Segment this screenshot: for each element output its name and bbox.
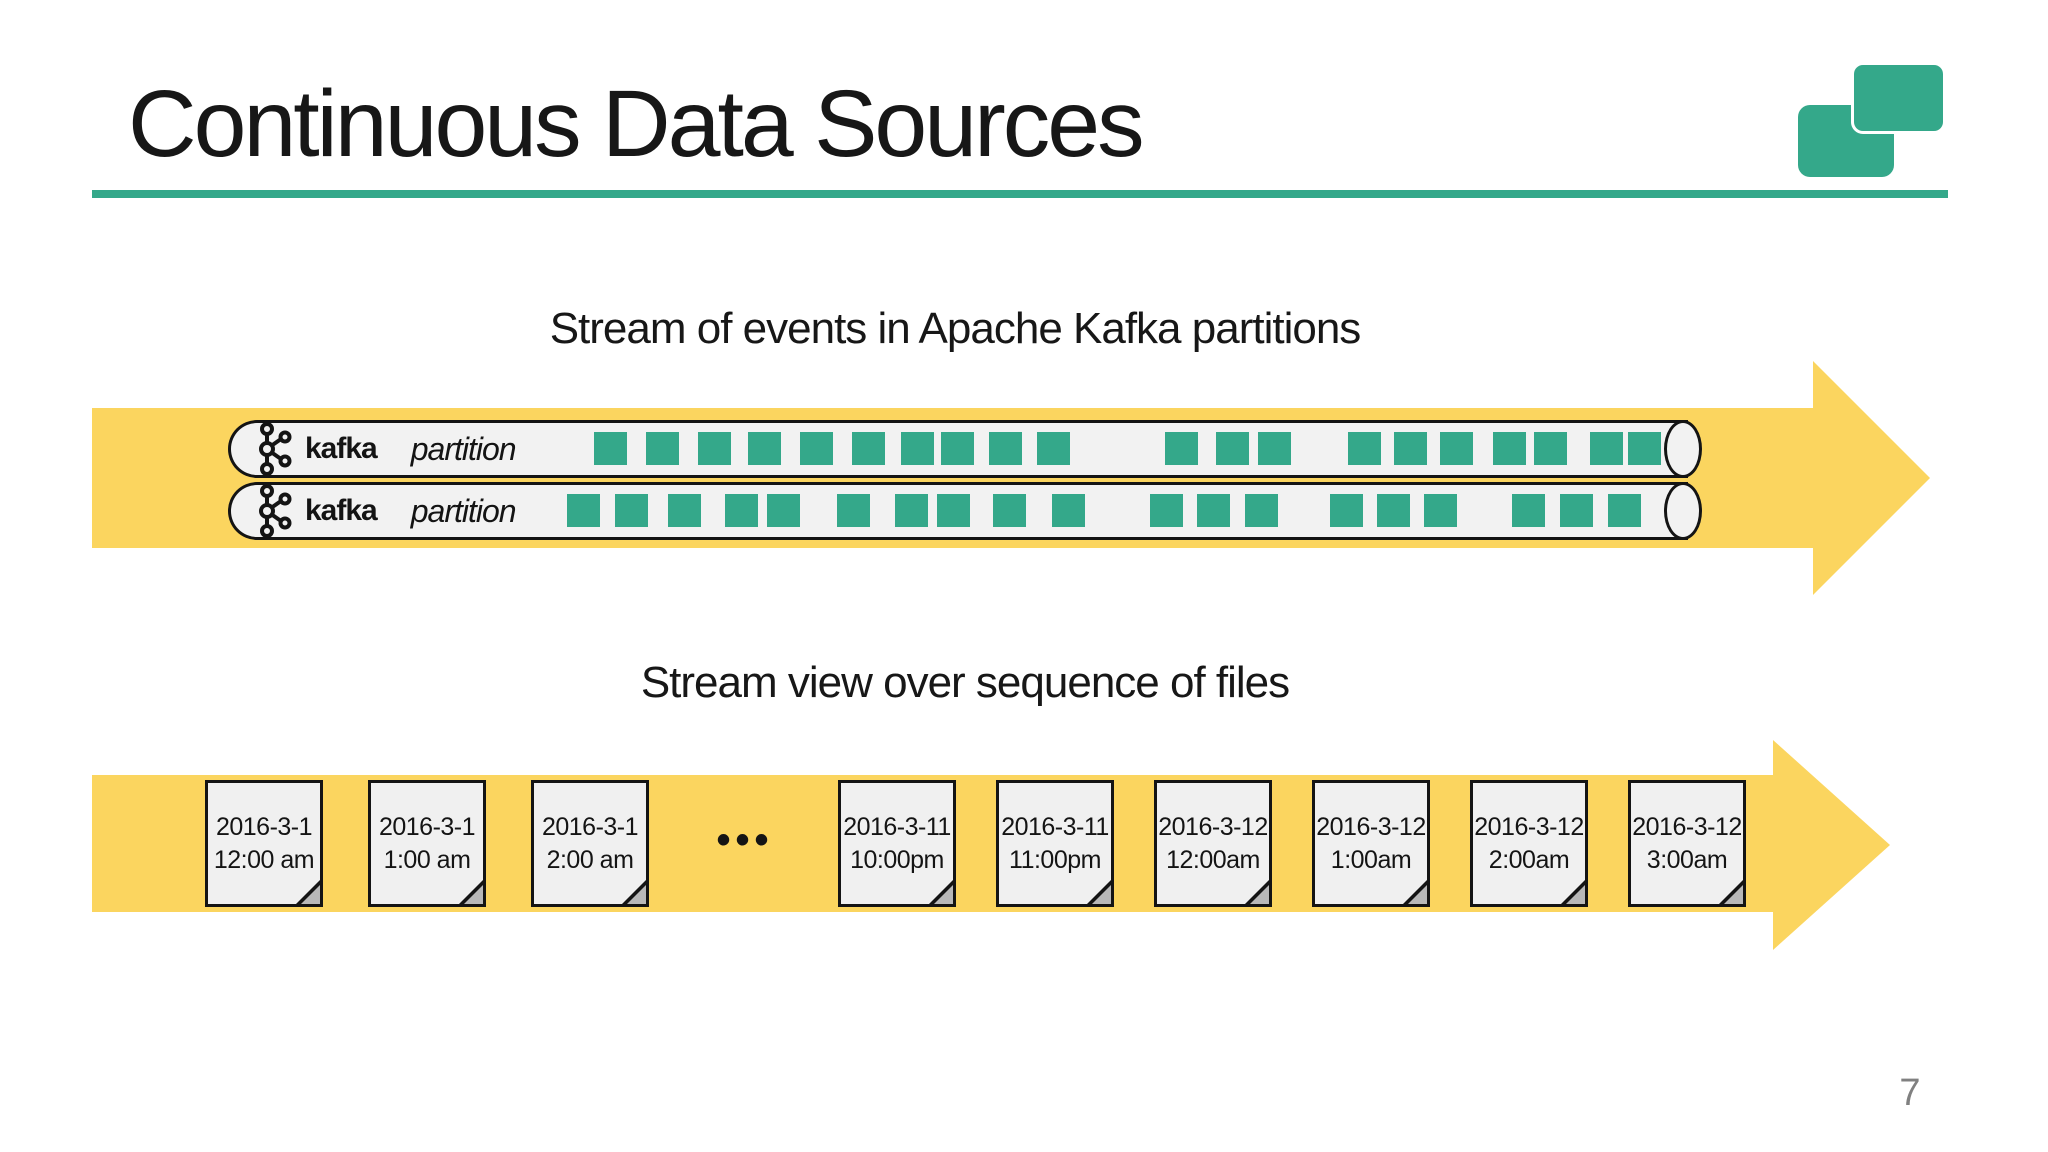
kafka-event-square: [937, 494, 970, 527]
partition-label: partition: [410, 430, 517, 467]
file-time: 2:00am: [1488, 845, 1570, 874]
file-time: 10:00pm: [850, 845, 944, 874]
kafka-event-square: [800, 432, 833, 465]
page-number: 7: [1899, 1072, 1921, 1114]
file-date: 2016-3-1: [378, 813, 476, 841]
file-time: 3:00am: [1646, 845, 1728, 874]
folded-corner-icon: [627, 885, 646, 904]
kafka-stream-arrow-head: [1813, 361, 1930, 595]
folded-corner-icon: [1408, 885, 1427, 904]
folded-corner-icon: [1566, 885, 1585, 904]
kafka-event-square: [901, 432, 934, 465]
kafka-logo-icon: [259, 422, 292, 476]
file-time: 11:00pm: [1009, 845, 1101, 874]
kafka-event-square: [1258, 432, 1291, 465]
file-card: 2016-3-1 12:00 am: [205, 780, 323, 907]
kafka-event-square: [1628, 432, 1661, 465]
partition-2-end-cap: [1664, 482, 1702, 540]
file-date: 2016-3-1: [215, 813, 313, 841]
kafka-event-square: [1493, 432, 1526, 465]
files-section-heading: Stream view over sequence of files: [640, 658, 1290, 707]
folded-corner-icon: [464, 885, 483, 904]
kafka-event-square: [837, 494, 870, 527]
kafka-event-square: [1534, 432, 1567, 465]
kafka-event-square: [615, 494, 648, 527]
file-date: 2016-3-11: [1001, 813, 1109, 841]
file-card: 2016-3-12 3:00am: [1628, 780, 1746, 907]
kafka-event-square: [1608, 494, 1641, 527]
kafka-event-square: [1512, 494, 1545, 527]
partition-label: partition: [410, 492, 517, 529]
file-card: 2016-3-1 2:00 am: [531, 780, 649, 907]
kafka-event-square: [895, 494, 928, 527]
files-stream-arrow-head: [1773, 740, 1890, 950]
file-date: 2016-3-12: [1474, 813, 1584, 841]
logo-front-square: [1851, 62, 1946, 134]
file-card: 2016-3-12 1:00am: [1312, 780, 1430, 907]
folded-corner-icon: [1092, 885, 1111, 904]
file-time: 12:00 am: [213, 845, 315, 874]
kafka-event-square: [852, 432, 885, 465]
kafka-event-square: [1330, 494, 1363, 527]
kafka-event-square: [1424, 494, 1457, 527]
kafka-event-square: [1197, 494, 1230, 527]
file-date: 2016-3-12: [1316, 813, 1426, 841]
kafka-event-square: [594, 432, 627, 465]
kafka-event-square: [668, 494, 701, 527]
kafka-event-square: [1037, 432, 1070, 465]
file-date: 2016-3-11: [843, 813, 951, 841]
file-time: 1:00am: [1330, 845, 1412, 874]
kafka-event-square: [1440, 432, 1473, 465]
kafka-event-square: [1394, 432, 1427, 465]
kafka-event-square: [1377, 494, 1410, 527]
kafka-logo-label: kafka: [305, 494, 378, 527]
file-time: 12:00am: [1166, 845, 1260, 874]
kafka-event-square: [1150, 494, 1183, 527]
file-card: 2016-3-12 2:00am: [1470, 780, 1588, 907]
file-time: 2:00 am: [546, 845, 634, 874]
kafka-event-square: [1348, 432, 1381, 465]
ellipsis-text: •••: [716, 818, 774, 862]
file-date: 2016-3-12: [1158, 813, 1268, 841]
file-card: 2016-3-12 12:00am: [1154, 780, 1272, 907]
kafka-logo-icon: [259, 484, 292, 538]
folded-corner-icon: [301, 885, 320, 904]
kafka-event-square: [1245, 494, 1278, 527]
kafka-event-square: [567, 494, 600, 527]
kafka-event-square: [989, 432, 1022, 465]
file-card: 2016-3-11 10:00pm: [838, 780, 956, 907]
file-card: 2016-3-1 1:00 am: [368, 780, 486, 907]
folded-corner-icon: [1724, 885, 1743, 904]
kafka-event-square: [1052, 494, 1085, 527]
kafka-event-square: [1590, 432, 1623, 465]
kafka-logo-label: kafka: [305, 432, 378, 465]
file-card: 2016-3-11 11:00pm: [996, 780, 1114, 907]
kafka-event-square: [646, 432, 679, 465]
partition-1-end-cap: [1664, 420, 1702, 478]
kafka-event-square: [725, 494, 758, 527]
kafka-event-square: [767, 494, 800, 527]
file-time: 1:00 am: [383, 845, 471, 874]
kafka-section-heading: Stream of events in Apache Kafka partiti…: [549, 304, 1362, 353]
file-date: 2016-3-1: [541, 813, 639, 841]
kafka-event-square: [1560, 494, 1593, 527]
kafka-event-square: [698, 432, 731, 465]
slide-title: Continuous Data Sources: [128, 71, 1145, 177]
folded-corner-icon: [934, 885, 953, 904]
folded-corner-icon: [1250, 885, 1269, 904]
kafka-event-square: [748, 432, 781, 465]
title-underline: [92, 190, 1948, 198]
kafka-event-square: [993, 494, 1026, 527]
kafka-event-square: [1216, 432, 1249, 465]
file-date: 2016-3-12: [1632, 813, 1742, 841]
kafka-event-square: [1165, 432, 1198, 465]
kafka-event-square: [941, 432, 974, 465]
